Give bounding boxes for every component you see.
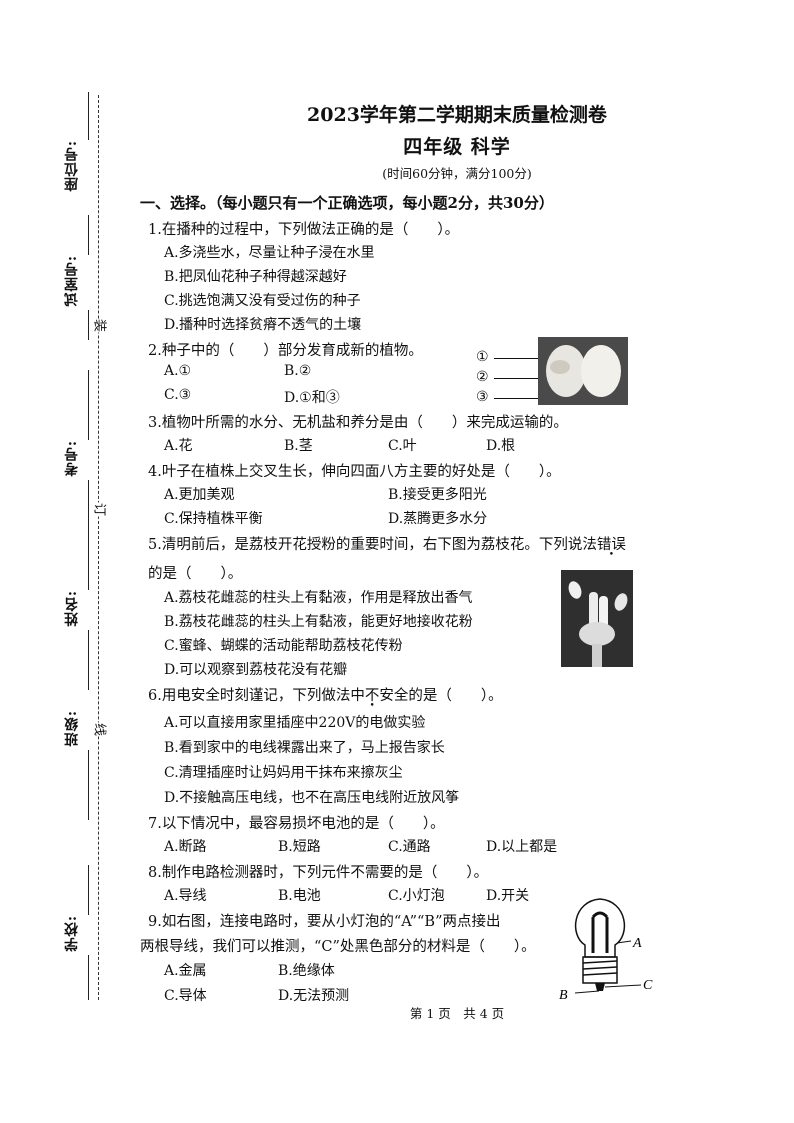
q5-option-b: B.荔枝花雌蕊的柱头上有黏液，能更好地接收花粉 <box>164 614 473 630</box>
binding-margin: 座位号: 试室号: 考号: 姓名: 班级: 学校: 装 订 线 <box>0 0 120 1123</box>
lychee-flower-photo <box>561 570 633 667</box>
question-2: 2.种子中的（ ）部分发育成新的植物。 <box>148 343 423 359</box>
question-6: 6.用电安全时刻谨记，下列做法中不安全的是（ ）。 <box>148 684 503 705</box>
seed-label-1: ① <box>476 349 489 365</box>
q4-option-c: C.保持植株平衡 <box>164 511 263 527</box>
cut-mark-xian: 线 <box>91 722 111 737</box>
q5-option-c: C.蜜蜂、蝴蝶的活动能帮助荔枝花传粉 <box>164 638 403 654</box>
q4-option-b: B.接受更多阳光 <box>388 487 487 503</box>
underline <box>88 630 89 690</box>
q2-option-a: A.① <box>164 363 192 379</box>
q1-option-d: D.播种时选择贫瘠不透气的土壤 <box>164 317 362 333</box>
room-number-label: 试室号: <box>64 255 80 307</box>
q6-option-a: A.可以直接用家里插座中220V的电做实验 <box>164 715 426 731</box>
underline <box>88 370 89 440</box>
underline <box>88 310 89 340</box>
question-3: 3.植物叶所需的水分、无机盐和养分是由（ ）来完成运输的。 <box>148 415 568 431</box>
q9-option-c: C.导体 <box>164 988 207 1004</box>
question-9-cont: 两根导线，我们可以推测，“C”处黑色部分的材料是（ ）。 <box>140 939 536 955</box>
q1-option-b: B.把凤仙花种子种得越深越好 <box>164 269 347 285</box>
underline <box>88 535 89 590</box>
page-footer: 第 1 页 共 4 页 <box>409 1006 505 1021</box>
question-7: 7.以下情况中，最容易损坏电池的是（ ）。 <box>148 816 445 832</box>
q8-option-d: D.开关 <box>486 888 530 904</box>
q5-option-a: A.荔枝花雌蕊的柱头上有黏液，作用是释放出香气 <box>164 590 473 606</box>
cut-mark-ding: 订 <box>91 502 111 517</box>
q1-option-c: C.挑选饱满又没有受过伤的种子 <box>164 293 361 309</box>
class-label: 班级: <box>64 710 80 747</box>
exam-title: 2023学年第二学期期末质量检测卷 <box>307 104 607 126</box>
q7-option-d: D.以上都是 <box>486 839 558 855</box>
q7-option-b: B.短路 <box>278 839 321 855</box>
q6-option-b: B.看到家中的电线裸露出来了，马上报告家长 <box>164 740 445 756</box>
question-5-cont: 的是（ ）。 <box>148 566 243 582</box>
q9-option-b: B.绝缘体 <box>278 963 335 979</box>
q8-option-a: A.导线 <box>164 888 207 904</box>
name-label: 姓名: <box>64 590 80 627</box>
question-9: 9.如右图，连接电路时，要从小灯泡的“A”“B”两点接出 <box>148 914 501 930</box>
q1-option-a: A.多浇些水，尽量让种子浸在水里 <box>164 245 375 261</box>
underline <box>88 215 89 255</box>
q7-option-a: A.断路 <box>164 839 207 855</box>
q2-option-c: C.③ <box>164 387 192 403</box>
q3-option-c: C.叶 <box>388 438 417 454</box>
q9-option-a: A.金属 <box>164 963 207 979</box>
q9-option-d: D.无法预测 <box>278 988 350 1004</box>
bulb-label-c: C <box>643 978 653 993</box>
q8-option-b: B.电池 <box>278 888 321 904</box>
q6-option-d: D.不接触高压电线，也不在高压电线附近放风筝 <box>164 790 460 806</box>
seat-number-label: 座位号: <box>64 140 80 192</box>
leader-line <box>494 398 544 399</box>
q6-option-c: C.清理插座时让妈妈用干抹布来擦灰尘 <box>164 765 403 781</box>
light-bulb-diagram: A B C <box>555 895 660 1003</box>
q2-option-b: B.② <box>284 363 312 379</box>
underline <box>88 92 89 140</box>
question-4: 4.叶子在植株上交叉生长，伸向四面八方主要的好处是（ ）。 <box>148 464 561 480</box>
question-1: 1.在播种的过程中，下列做法正确的是（ ）。 <box>148 222 460 238</box>
q2-option-d: D.①和③ <box>284 390 340 406</box>
seed-photo <box>538 337 628 405</box>
underline <box>88 955 89 1000</box>
exam-info: (时间60分钟，满分100分) <box>382 166 532 181</box>
seed-label-2: ② <box>476 369 489 385</box>
cut-line <box>98 95 99 1000</box>
underline <box>88 865 89 915</box>
q5-option-d: D.可以观察到荔枝花没有花瓣 <box>164 662 348 678</box>
leader-line <box>494 378 552 379</box>
question-8: 8.制作电路检测器时，下列元件不需要的是（ ）。 <box>148 865 489 881</box>
exam-number-label: 考号: <box>64 440 80 477</box>
leader-line <box>494 358 542 359</box>
q4-option-d: D.蒸腾更多水分 <box>388 511 488 527</box>
school-label: 学校: <box>64 915 80 952</box>
q3-option-d: D.根 <box>486 438 516 454</box>
bulb-label-b: B <box>559 988 568 1003</box>
underline <box>88 480 89 535</box>
exam-subtitle: 四年级 科学 <box>403 136 511 158</box>
underline <box>88 750 89 820</box>
question-5: 5.清明前后，是荔枝开花授粉的重要时间，右下图为荔枝花。下列说法错误 <box>148 533 626 554</box>
q4-option-a: A.更加美观 <box>164 487 235 503</box>
q8-option-c: C.小灯泡 <box>388 888 445 904</box>
emphasis-text: 错误 <box>597 537 626 553</box>
seed-label-3: ③ <box>476 389 489 405</box>
q7-option-c: C.通路 <box>388 839 431 855</box>
cut-mark-zhuang: 装 <box>91 318 111 333</box>
q3-option-b: B.茎 <box>284 438 313 454</box>
q3-option-a: A.花 <box>164 438 193 454</box>
section-heading: 一、选择。（每小题只有一个正确选项，每小题2分，共30分） <box>140 194 554 212</box>
emphasis-text: 不 <box>365 688 380 704</box>
bulb-label-a: A <box>632 936 642 951</box>
